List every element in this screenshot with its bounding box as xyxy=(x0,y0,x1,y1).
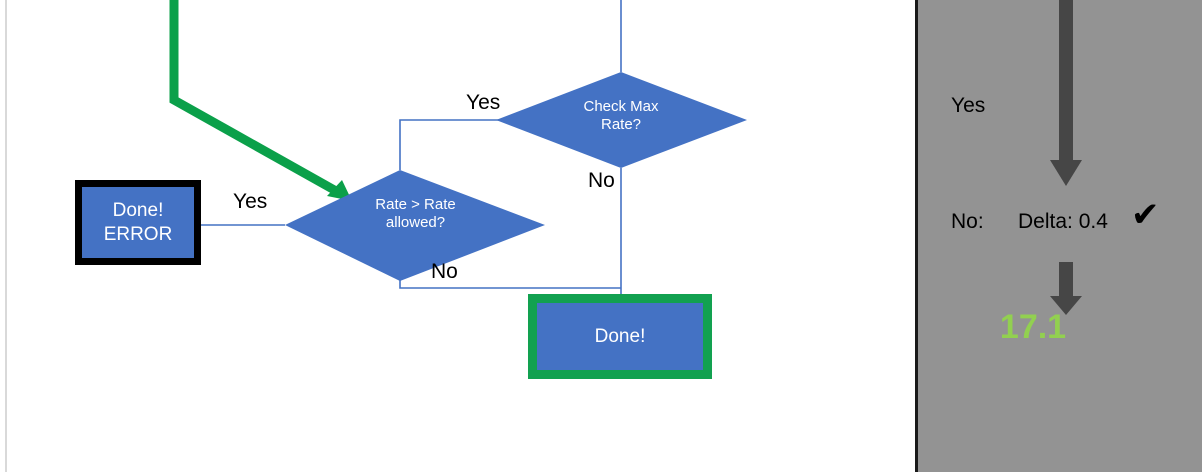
highlight-path-line xyxy=(169,0,348,200)
node-done-error-label: Done! ERROR xyxy=(103,199,173,245)
edge-label-yes-to-done-error: Yes xyxy=(233,190,268,213)
arrow-down-bottom-icon xyxy=(1050,262,1082,315)
edge-label-no-from-check-max: No xyxy=(588,169,615,192)
flowchart-connectors xyxy=(5,0,747,472)
arrow-down-top-icon xyxy=(1050,0,1082,186)
check-mark-icon: ✔ xyxy=(1131,195,1160,235)
connector-rate-no-rail xyxy=(399,280,621,289)
node-done-label: Done! xyxy=(594,325,646,347)
diamond-rate-gt-rate-allowed[interactable] xyxy=(285,170,545,281)
node-done-error-box[interactable]: Done! ERROR xyxy=(75,180,201,265)
status-panel-arrows xyxy=(1050,0,1082,315)
node-done-box[interactable]: Done! xyxy=(528,294,712,379)
flowchart-canvas: Rate > Rate allowed? Check Max Rate? Yes… xyxy=(5,0,747,472)
panel-delta-value: Delta: 0.4 xyxy=(1018,210,1108,233)
panel-result-value: 17.1 xyxy=(999,308,1067,346)
edge-label-yes-to-rate: Yes xyxy=(466,91,501,114)
edge-label-no-from-rate: No xyxy=(431,260,458,283)
panel-no-label: No: xyxy=(951,210,984,233)
status-panel: Yes No: Delta: 0.4 ✔ 17.1 xyxy=(915,0,1202,472)
highlight-path-arrowhead xyxy=(327,180,352,201)
panel-yes-label: Yes xyxy=(951,94,986,117)
connector-check-max-yes-to-rate xyxy=(399,119,512,170)
diamond-check-max-rate[interactable] xyxy=(496,72,747,168)
